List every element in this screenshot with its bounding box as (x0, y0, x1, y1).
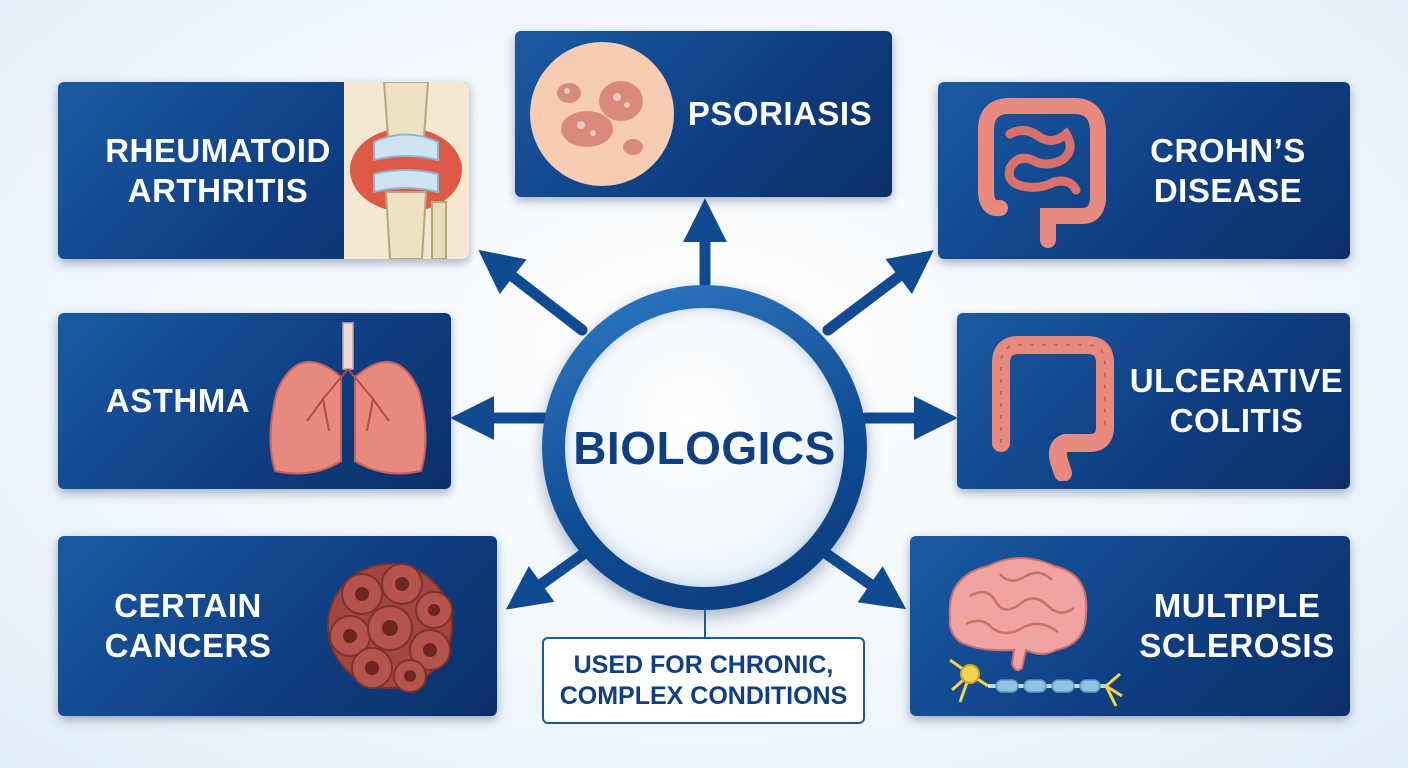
card-label: RHEUMATOID ARTHRITIS (105, 131, 331, 209)
card-ulcerative-colitis: ULCERATIVE COLITIS (957, 313, 1350, 489)
lungs-icon (269, 322, 427, 475)
intestines-icon (978, 97, 1106, 248)
hub-title: BIOLOGICS (573, 422, 836, 474)
card-asthma: ASTHMA (58, 313, 451, 489)
card-label: PSORIASIS (687, 95, 873, 132)
usage-note: USED FOR CHRONIC, COMPLEX CONDITIONS (542, 637, 865, 724)
card-label: ASTHMA (105, 382, 251, 419)
knee-joint-icon (344, 82, 469, 259)
hub-center (565, 308, 844, 587)
skin-patch-icon (530, 42, 674, 186)
card-crohns-disease: CROHN’S DISEASE (938, 82, 1350, 259)
brain-neuron-icon (948, 557, 1123, 707)
card-label: CROHN’S DISEASE (1150, 131, 1306, 209)
card-label: CERTAIN CANCERS (104, 587, 272, 664)
usage-note-line-1: USED FOR CHRONIC, (573, 650, 834, 679)
cell-cluster-icon (327, 563, 453, 693)
arrow-to-multiple-sclerosis (822, 549, 907, 610)
card-label: ULCERATIVE COLITIS (1129, 362, 1344, 439)
card-label: MULTIPLE SCLEROSIS (1139, 587, 1335, 664)
arrow-to-rheumatoid-arthritis (478, 249, 588, 336)
card-psoriasis: PSORIASIS (515, 31, 892, 197)
usage-note-line-2: COMPLEX CONDITIONS (559, 681, 848, 710)
arrow-to-cancers (505, 549, 588, 610)
card-rheumatoid-arthritis: RHEUMATOID ARTHRITIS (58, 82, 469, 259)
card-certain-cancers: CERTAIN CANCERS (58, 536, 497, 716)
card-multiple-sclerosis: MULTIPLE SCLEROSIS (910, 536, 1350, 716)
note-connector (704, 608, 706, 638)
arrow-to-crohns (822, 250, 934, 336)
colon-icon (992, 336, 1114, 481)
